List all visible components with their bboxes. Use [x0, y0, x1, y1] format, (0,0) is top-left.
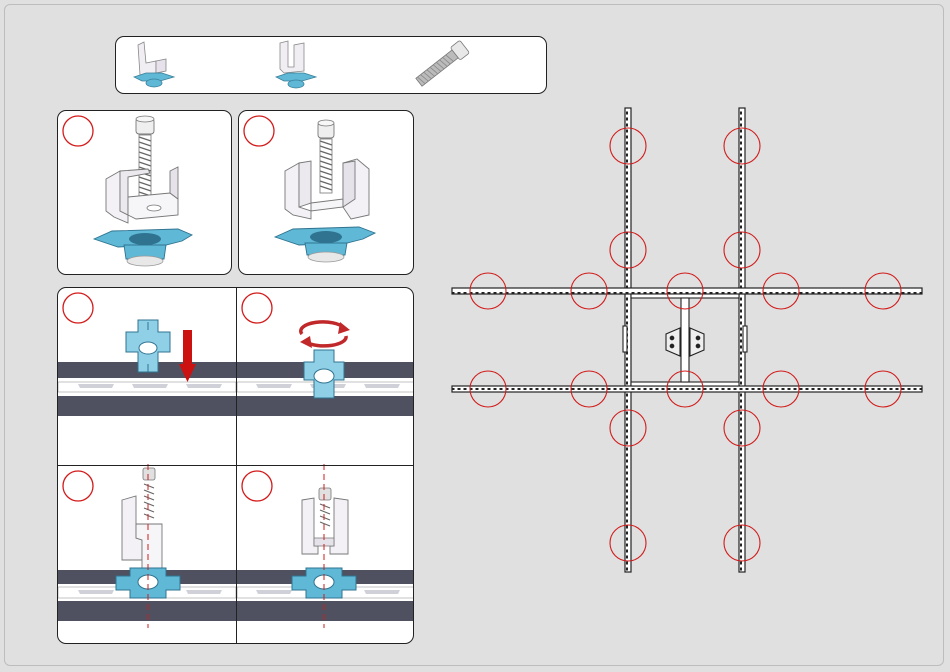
grid-divider-horizontal	[58, 465, 414, 466]
horizontal-rail-bottom	[452, 386, 922, 392]
center-bracket	[623, 294, 747, 386]
middle-clamp-assembly-icon	[276, 41, 316, 88]
assembly-steps-grid	[57, 287, 414, 644]
step-marker	[63, 116, 93, 146]
step-1-end-clamp	[57, 110, 232, 275]
step-4-rotate-nut	[237, 293, 414, 416]
step-2-middle-clamp	[238, 110, 414, 275]
hex-bolt-icon	[414, 40, 470, 88]
step-3-insert-nut	[58, 293, 236, 416]
step-5-fasten-end-clamp	[58, 464, 236, 628]
rail-layout-diagram	[450, 104, 930, 584]
step-6-fasten-middle-clamp	[237, 464, 414, 628]
horizontal-rail-top	[452, 288, 922, 294]
end-clamp-assembly-icon	[134, 42, 174, 87]
step-marker	[244, 116, 274, 146]
parts-list	[115, 36, 547, 94]
